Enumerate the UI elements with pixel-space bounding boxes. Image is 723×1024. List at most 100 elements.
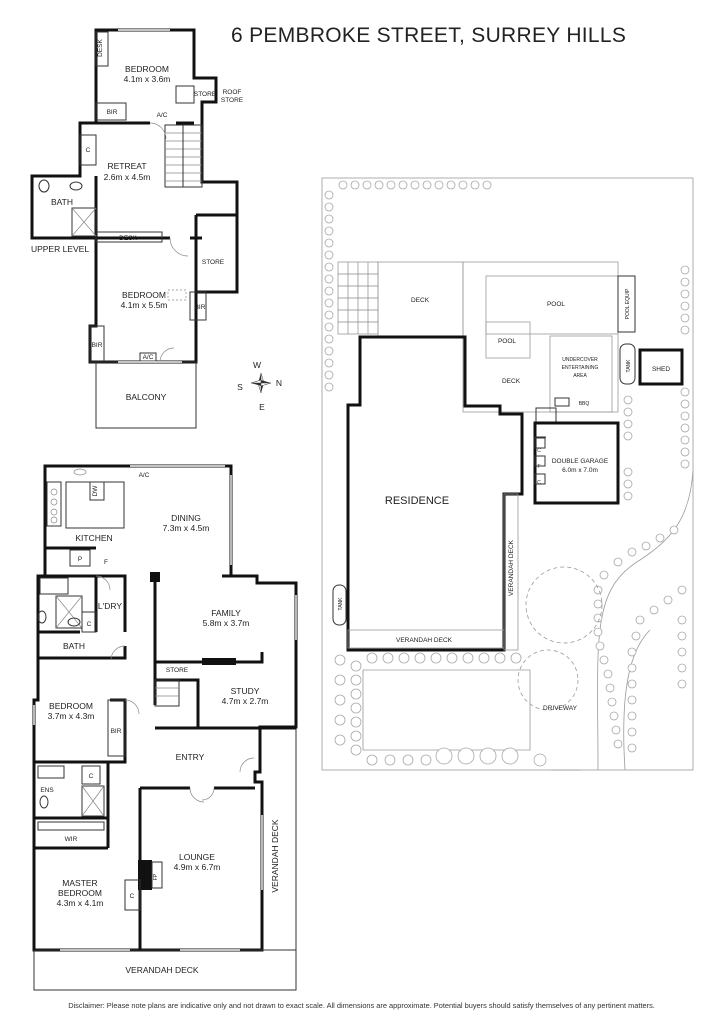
basin-icon [69,181,83,191]
family-dims: 5.8m x 3.7m [203,618,250,628]
page-title: 6 PEMBROKE STREET, SURREY HILLS [231,24,627,47]
undercover-area [549,335,613,413]
door-swing [149,122,167,140]
upper-stairs [164,124,203,188]
compass-e: E [259,402,265,412]
tank-right [619,343,636,385]
residence-label: RESIDENCE [385,495,449,507]
kitchen-label: KITCHEN [75,533,112,543]
pool-small [485,321,531,359]
site-plan: DECK POOL POOL POOL EQUIP UNDERCOVER ENT… [321,177,694,771]
tank-right-label: TANK [626,359,632,373]
ground-bedroom-name: BEDROOM [49,701,93,711]
ac-top-label: A/C [157,112,168,119]
ground-level-plan: A/C DW DINING 7.3m x 4.5m KITCHEN P F L'… [32,464,298,991]
ac-unit-bottom [139,352,157,362]
dining-name: DINING [171,513,201,523]
garage-name: DOUBLE GARAGE [552,458,609,465]
trees-right [623,265,690,501]
balcony-label: BALCONY [126,392,167,402]
verandah-bottom-label: VERANDAH DECK [125,965,199,975]
closet-c [79,134,97,166]
disclaimer: Disclaimer: Please note plans are indica… [68,1001,655,1010]
door-swing [124,699,140,715]
door-swing [95,575,111,591]
tank-left-label: TANK [338,597,344,611]
wir-walls [34,818,110,850]
bir-top [95,102,127,121]
verandah-horizontal-label: VERANDAH DECK [396,637,453,644]
lounge-dims: 4.9m x 6.7m [174,862,221,872]
store-wall [194,213,237,292]
desk-top [95,31,109,67]
ground-outer-wall [32,464,298,952]
bir-right-label: BIR [195,304,206,311]
desk-top-label: DESK [97,38,104,56]
shed [638,348,684,386]
hedge-grid [337,261,379,335]
fridge-label: F [104,559,108,566]
pool-equip [617,275,636,333]
lounge-name: LOUNGE [179,852,215,862]
pool-equip-label: POOL EQUIP [625,288,631,319]
closet-c-ldry-label: C [87,621,92,628]
wir-label: WIR [65,836,78,843]
ground-bedroom-dims: 3.7m x 4.3m [48,711,95,721]
garage-dims: 6.0m x 7.0m [562,467,598,474]
roof-store-label-2: STORE [221,97,244,104]
verandah-vertical [503,493,519,651]
fireplace-hearth [151,861,163,889]
bbq-label: BBQ [579,401,590,407]
trees-left [324,180,492,392]
large-tree [525,566,603,644]
bir-ground-label: BIR [111,728,122,735]
retreat-dims: 2.6m x 4.5m [104,172,151,182]
store-top [175,85,195,104]
deck-top-label: DECK [411,297,430,304]
door-swing [189,787,205,803]
tank-left [332,584,347,626]
shower-icon [71,207,97,237]
garage-f-label: F [537,464,540,470]
closet-c-ldry [81,611,97,633]
family-wall [153,574,231,662]
family-bottom-wall [155,652,264,664]
study-dims: 4.7m x 2.7m [222,696,269,706]
closet-c-ens-label: C [89,773,94,780]
bathtub [39,577,69,595]
dw-label: DW [92,485,99,497]
ens-vanity [37,765,65,779]
driveway-trees [593,525,687,753]
undercover-label-1: UNDERCOVER [562,357,598,363]
desk-mid [95,231,163,243]
bath-bottom-wall [38,646,127,660]
door-swing [110,645,126,661]
bir-ground [107,699,126,757]
garage-c1-label: C [537,448,541,454]
desk-mid-label: DESK [119,235,137,242]
upper-bedroom-1-dims: 4.1m x 3.6m [124,74,171,84]
upper-bath-label: BATH [51,197,73,207]
verandah-horizontal [347,629,505,649]
roof-store-label-1: ROOF [223,89,242,96]
ac-label: A/C [139,472,150,479]
undercover-label-2: ENTERTAINING [562,365,599,371]
garage-c2-label: C [537,480,541,486]
wir-rail [37,821,105,831]
driveway-label: DRIVEWAY [543,705,578,712]
study-name: STUDY [231,686,260,696]
ground-bath-label: BATH [63,641,85,651]
master-bedroom-dims: 4.3m x 4.1m [57,898,104,908]
store-right-label: STORE [202,259,225,266]
shed-label: SHED [652,366,670,373]
entry-label: ENTRY [176,752,205,762]
large-tree-2 [517,649,579,711]
fireplace-label: FP [153,873,159,880]
pool-small-label: POOL [498,338,516,345]
garden-trees [334,652,547,767]
ens-shower [81,785,105,817]
upper-bedroom-2-dims: 4.1m x 5.5m [121,300,168,310]
family-name: FAMILY [211,608,241,618]
column [150,572,160,582]
